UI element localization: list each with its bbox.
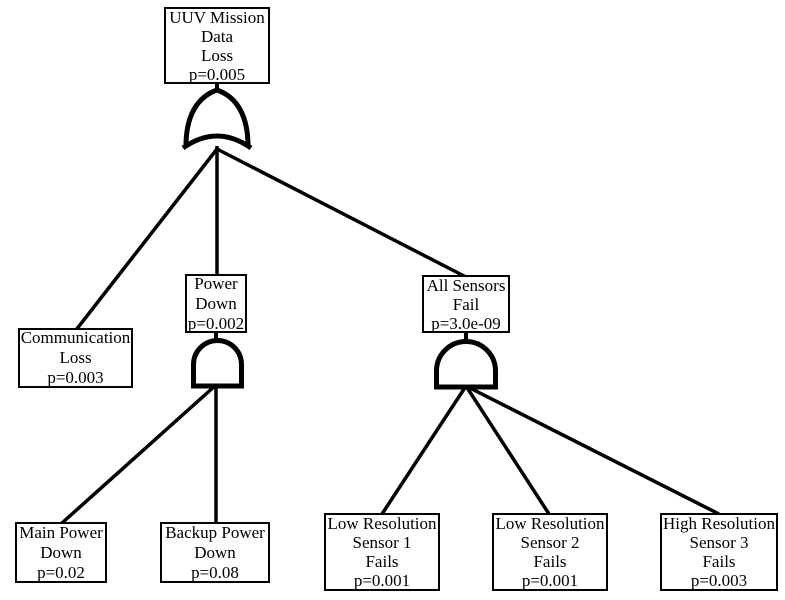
event-label-line: Sensor 1: [352, 533, 412, 552]
event-label-line: Down: [195, 293, 237, 313]
event-box-communication-loss: Communication Loss p=0.003: [18, 328, 133, 388]
connector-and-to-sensor1: [380, 385, 468, 515]
connector-or-to-all-sensors-fail: [216, 147, 467, 279]
event-probability: p=0.02: [37, 562, 85, 582]
event-box-all-sensors-fail: All Sensors Fail p=3.0e-09: [422, 275, 510, 333]
connector-and-to-sensor3: [465, 384, 720, 516]
connector-and-to-main-power: [60, 383, 218, 525]
event-label-line: Loss: [200, 45, 234, 65]
and-gate-icon: [434, 339, 498, 390]
connector-and-to-sensor2: [464, 385, 551, 515]
or-gate-icon: [181, 87, 253, 151]
event-probability: p=0.003: [47, 368, 104, 387]
event-box-uuv-mission-data-loss: UUV Mission Data Loss p=0.005: [164, 7, 270, 84]
event-label-line: Down: [194, 542, 236, 562]
event-label-line: Fails: [702, 552, 736, 571]
event-label-line: Fails: [365, 552, 399, 571]
event-label-line: All Sensors: [426, 275, 506, 295]
event-label-line: Data: [200, 26, 234, 46]
event-probability: p=0.08: [191, 562, 239, 582]
event-label-line: Backup Power: [165, 522, 265, 542]
event-label-line: Sensor 2: [520, 533, 580, 552]
event-box-low-resolution-sensor-1-fails: Low Resolution Sensor 1 Fails p=0.001: [324, 513, 440, 591]
event-label-line: Fails: [533, 552, 567, 571]
event-label-line: Main Power: [19, 522, 103, 542]
or-gate-body: [183, 87, 251, 147]
event-probability: p=0.001: [521, 571, 579, 590]
event-box-low-resolution-sensor-2-fails: Low Resolution Sensor 2 Fails p=0.001: [492, 513, 608, 591]
event-box-backup-power-down: Backup Power Down p=0.08: [160, 522, 270, 583]
event-label-line: Low Resolution: [495, 514, 605, 533]
event-box-power-down: Power Down p=0.002: [185, 274, 247, 333]
event-label-line: Low Resolution: [327, 514, 437, 533]
connector-or-to-communication-loss: [74, 147, 219, 332]
event-label-line: Communication: [20, 328, 131, 347]
event-probability: p=3.0e-09: [431, 313, 501, 333]
and-gate-icon: [191, 338, 244, 389]
event-label-line: Power: [194, 273, 238, 293]
event-box-main-power-down: Main Power Down p=0.02: [15, 522, 107, 583]
event-box-high-resolution-sensor-3-fails: High Resolution Sensor 3 Fails p=0.003: [660, 513, 778, 591]
event-label-line: Sensor 3: [689, 533, 749, 552]
event-probability: p=0.002: [187, 313, 245, 333]
event-label-line: Loss: [59, 348, 92, 367]
event-probability: p=0.005: [188, 64, 246, 84]
event-label-line: UUV Mission: [169, 7, 265, 27]
event-probability: p=0.001: [353, 571, 411, 590]
event-label-line: Fail: [452, 294, 480, 314]
event-label-line: Down: [40, 542, 82, 562]
or-gate-input-arc: [181, 133, 253, 151]
event-probability: p=0.003: [690, 571, 748, 590]
event-label-line: High Resolution: [663, 514, 775, 533]
